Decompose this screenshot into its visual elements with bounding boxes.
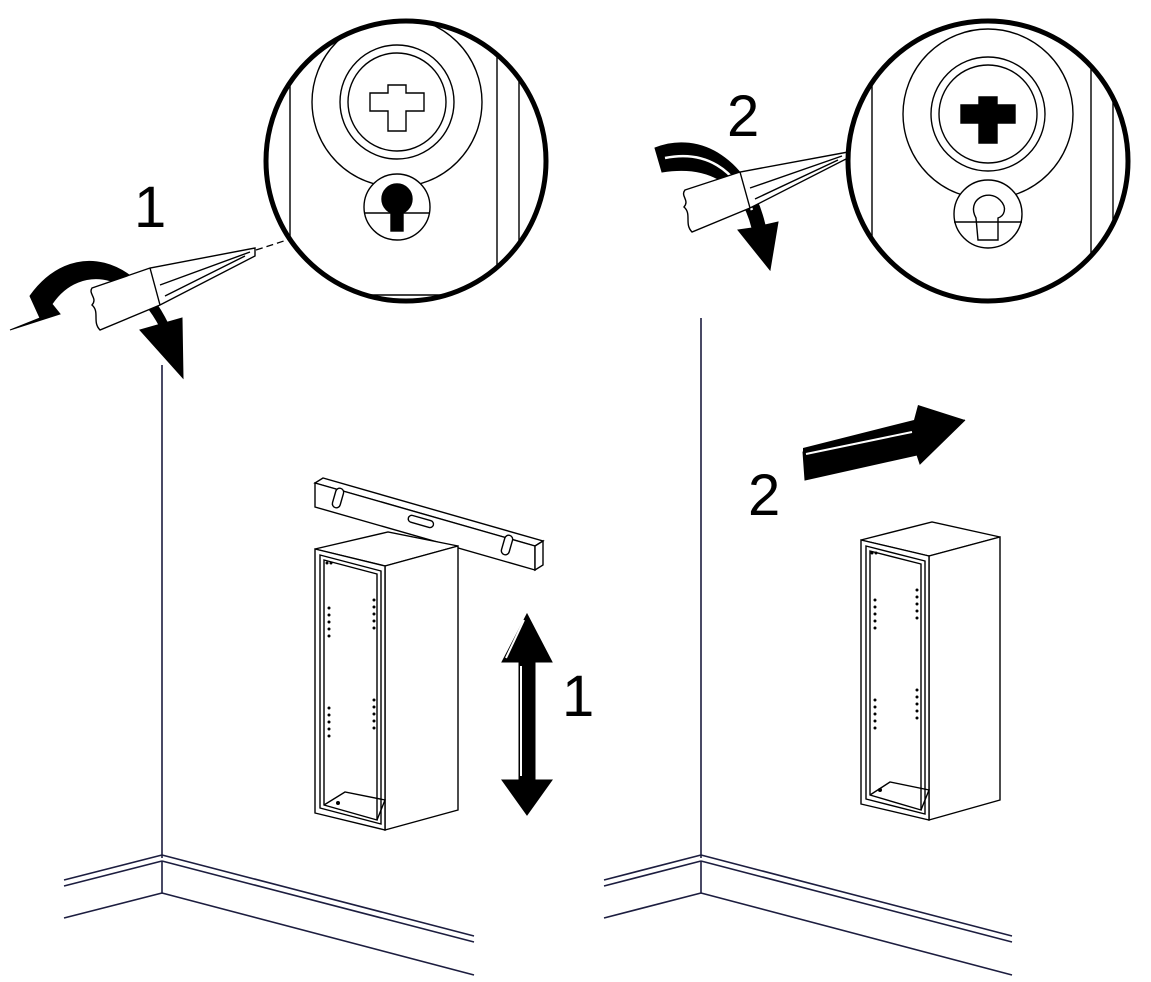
right-magnifier-detail-icon bbox=[845, 18, 1131, 304]
right-room-corner bbox=[603, 318, 1013, 976]
left-magnifier-detail-icon bbox=[263, 18, 549, 304]
left-rotation-step-label: 1 bbox=[134, 175, 166, 240]
right-cabinet-shelf-holes bbox=[870, 551, 919, 792]
left-screwdriver-icon bbox=[90, 247, 256, 331]
left-cabinet-shelf-holes bbox=[325, 561, 376, 805]
right-panel: 2 2 bbox=[603, 18, 1131, 976]
left-room-corner bbox=[63, 365, 475, 976]
left-spirit-level-icon bbox=[313, 477, 545, 572]
right-push-step-label: 2 bbox=[748, 463, 780, 528]
right-straight-arrow-icon bbox=[802, 405, 966, 481]
right-rotation-step-label: 2 bbox=[727, 84, 759, 149]
left-cabinet-icon bbox=[314, 531, 459, 831]
right-cabinet-icon bbox=[860, 521, 1001, 821]
left-vertical-double-arrow-icon bbox=[501, 612, 553, 816]
left-panel: 1 1 bbox=[9, 18, 594, 976]
right-screwdriver-icon bbox=[682, 151, 849, 233]
left-height-step-label: 1 bbox=[562, 664, 594, 729]
